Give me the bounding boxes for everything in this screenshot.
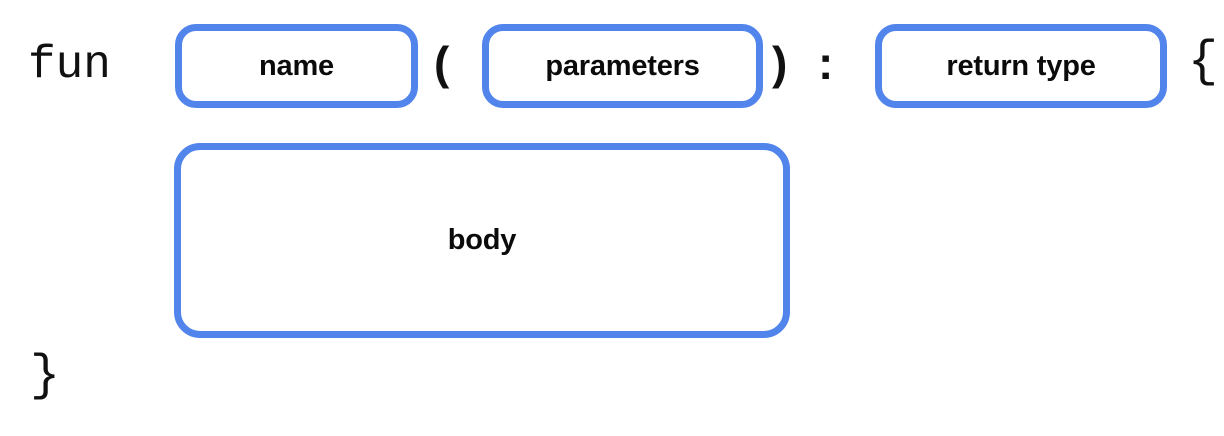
slot-body-label: body bbox=[447, 224, 517, 256]
paren-close-token: ) bbox=[772, 37, 788, 89]
slot-parameters-label: parameters bbox=[545, 49, 700, 82]
slot-return-type-label: return type bbox=[946, 49, 1096, 82]
brace-close-token: } bbox=[30, 348, 61, 405]
slot-parameters[interactable]: parameters bbox=[482, 24, 763, 108]
paren-open-token: ( bbox=[434, 37, 450, 89]
slot-return-type[interactable]: return type bbox=[875, 24, 1167, 108]
colon-token: : bbox=[818, 37, 834, 89]
brace-open-token: { bbox=[1188, 34, 1219, 91]
slot-name[interactable]: name bbox=[175, 24, 418, 108]
slot-name-label: name bbox=[259, 49, 334, 82]
slot-body[interactable]: body bbox=[174, 143, 790, 338]
keyword-fun: fun bbox=[28, 39, 111, 91]
